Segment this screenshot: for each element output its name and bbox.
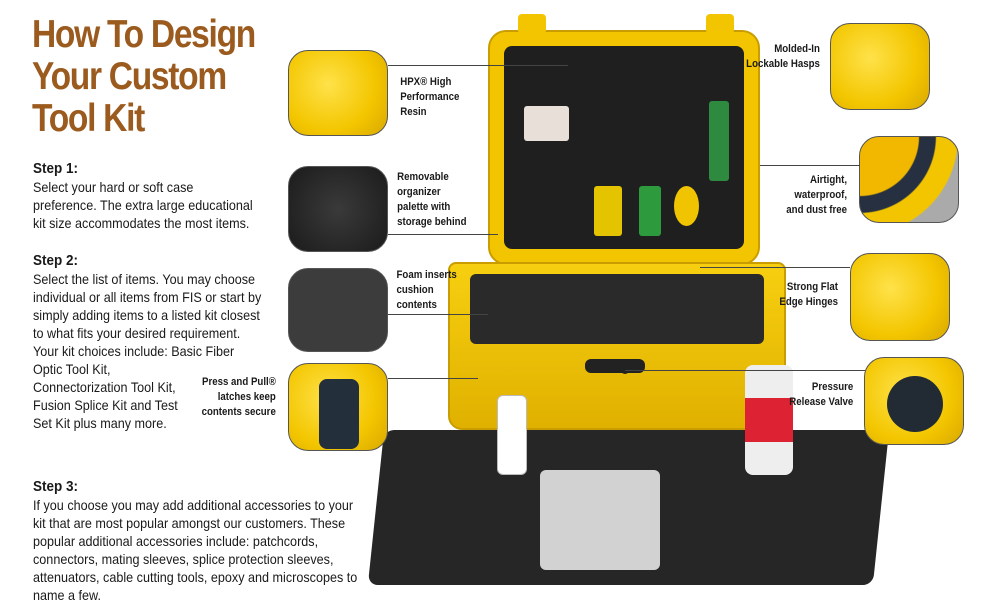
airtight-label: Airtight, waterproof, and dust free [786,174,848,216]
callout-line [700,267,850,268]
step-2: Step 2: Select the list of items. You may… [33,252,263,584]
step-heading: Step 1: [33,160,79,177]
valve-icon [887,376,943,432]
seal-thumb [859,136,959,223]
valve-thumb [864,357,964,445]
page-title: How To Design Your Custom Tool Kit [32,13,256,140]
callout-line [760,165,860,166]
case-handle [585,359,645,373]
foam-label: Foam inserts cushion contents [396,269,457,311]
case-lid [488,30,760,265]
scissors [674,186,699,226]
organizer-thumb [288,166,388,252]
foam-thumb [288,268,388,352]
step-1: Step 1: Select your hard or soft case pre… [33,160,258,232]
step-text: Select your hard or soft case preference… [33,179,253,231]
hasp-label: Molded-In Lockable Hasps [746,43,820,70]
wipes [524,106,569,141]
step-heading: Step 3: [33,478,79,495]
step-text: Select the list of items. You may choose… [33,271,262,431]
latch-thumb [288,363,388,451]
cutter [709,101,729,181]
step-3: Step 3: If you choose you may add additio… [33,478,366,604]
callout-line [625,370,865,371]
organizer-label: Removable organizer palette with storage… [397,171,467,228]
hinge-label: Strong Flat Edge Hinges [779,281,839,308]
dust-spray-can [745,365,793,475]
alcohol-bottle [497,395,527,475]
foam-insert [470,274,764,344]
latch-label: Press and Pull® latches keep contents se… [201,376,276,418]
callout-line [388,234,498,235]
organizer-palette [504,46,744,249]
callout-line [388,378,478,379]
step-heading: Step 2: [33,252,79,269]
callout-line [388,65,568,66]
cable-ties-bag [540,470,660,570]
hinge-thumb [850,253,950,341]
step-text: If you choose you may add additional acc… [33,497,358,603]
latch-icon [319,379,359,449]
hpx-label: HPX® High Performance Resin [400,76,460,118]
lid-hasp-right [706,14,734,34]
hasp-thumb [830,23,930,110]
valve-label: Pressure Release Valve [789,381,854,408]
pressure-valve[interactable] [620,364,630,374]
callout-line [388,314,488,315]
pliers [594,186,622,236]
stripper [639,186,661,236]
hpx-resin-thumb [288,50,388,136]
lid-hasp-left [518,14,546,34]
